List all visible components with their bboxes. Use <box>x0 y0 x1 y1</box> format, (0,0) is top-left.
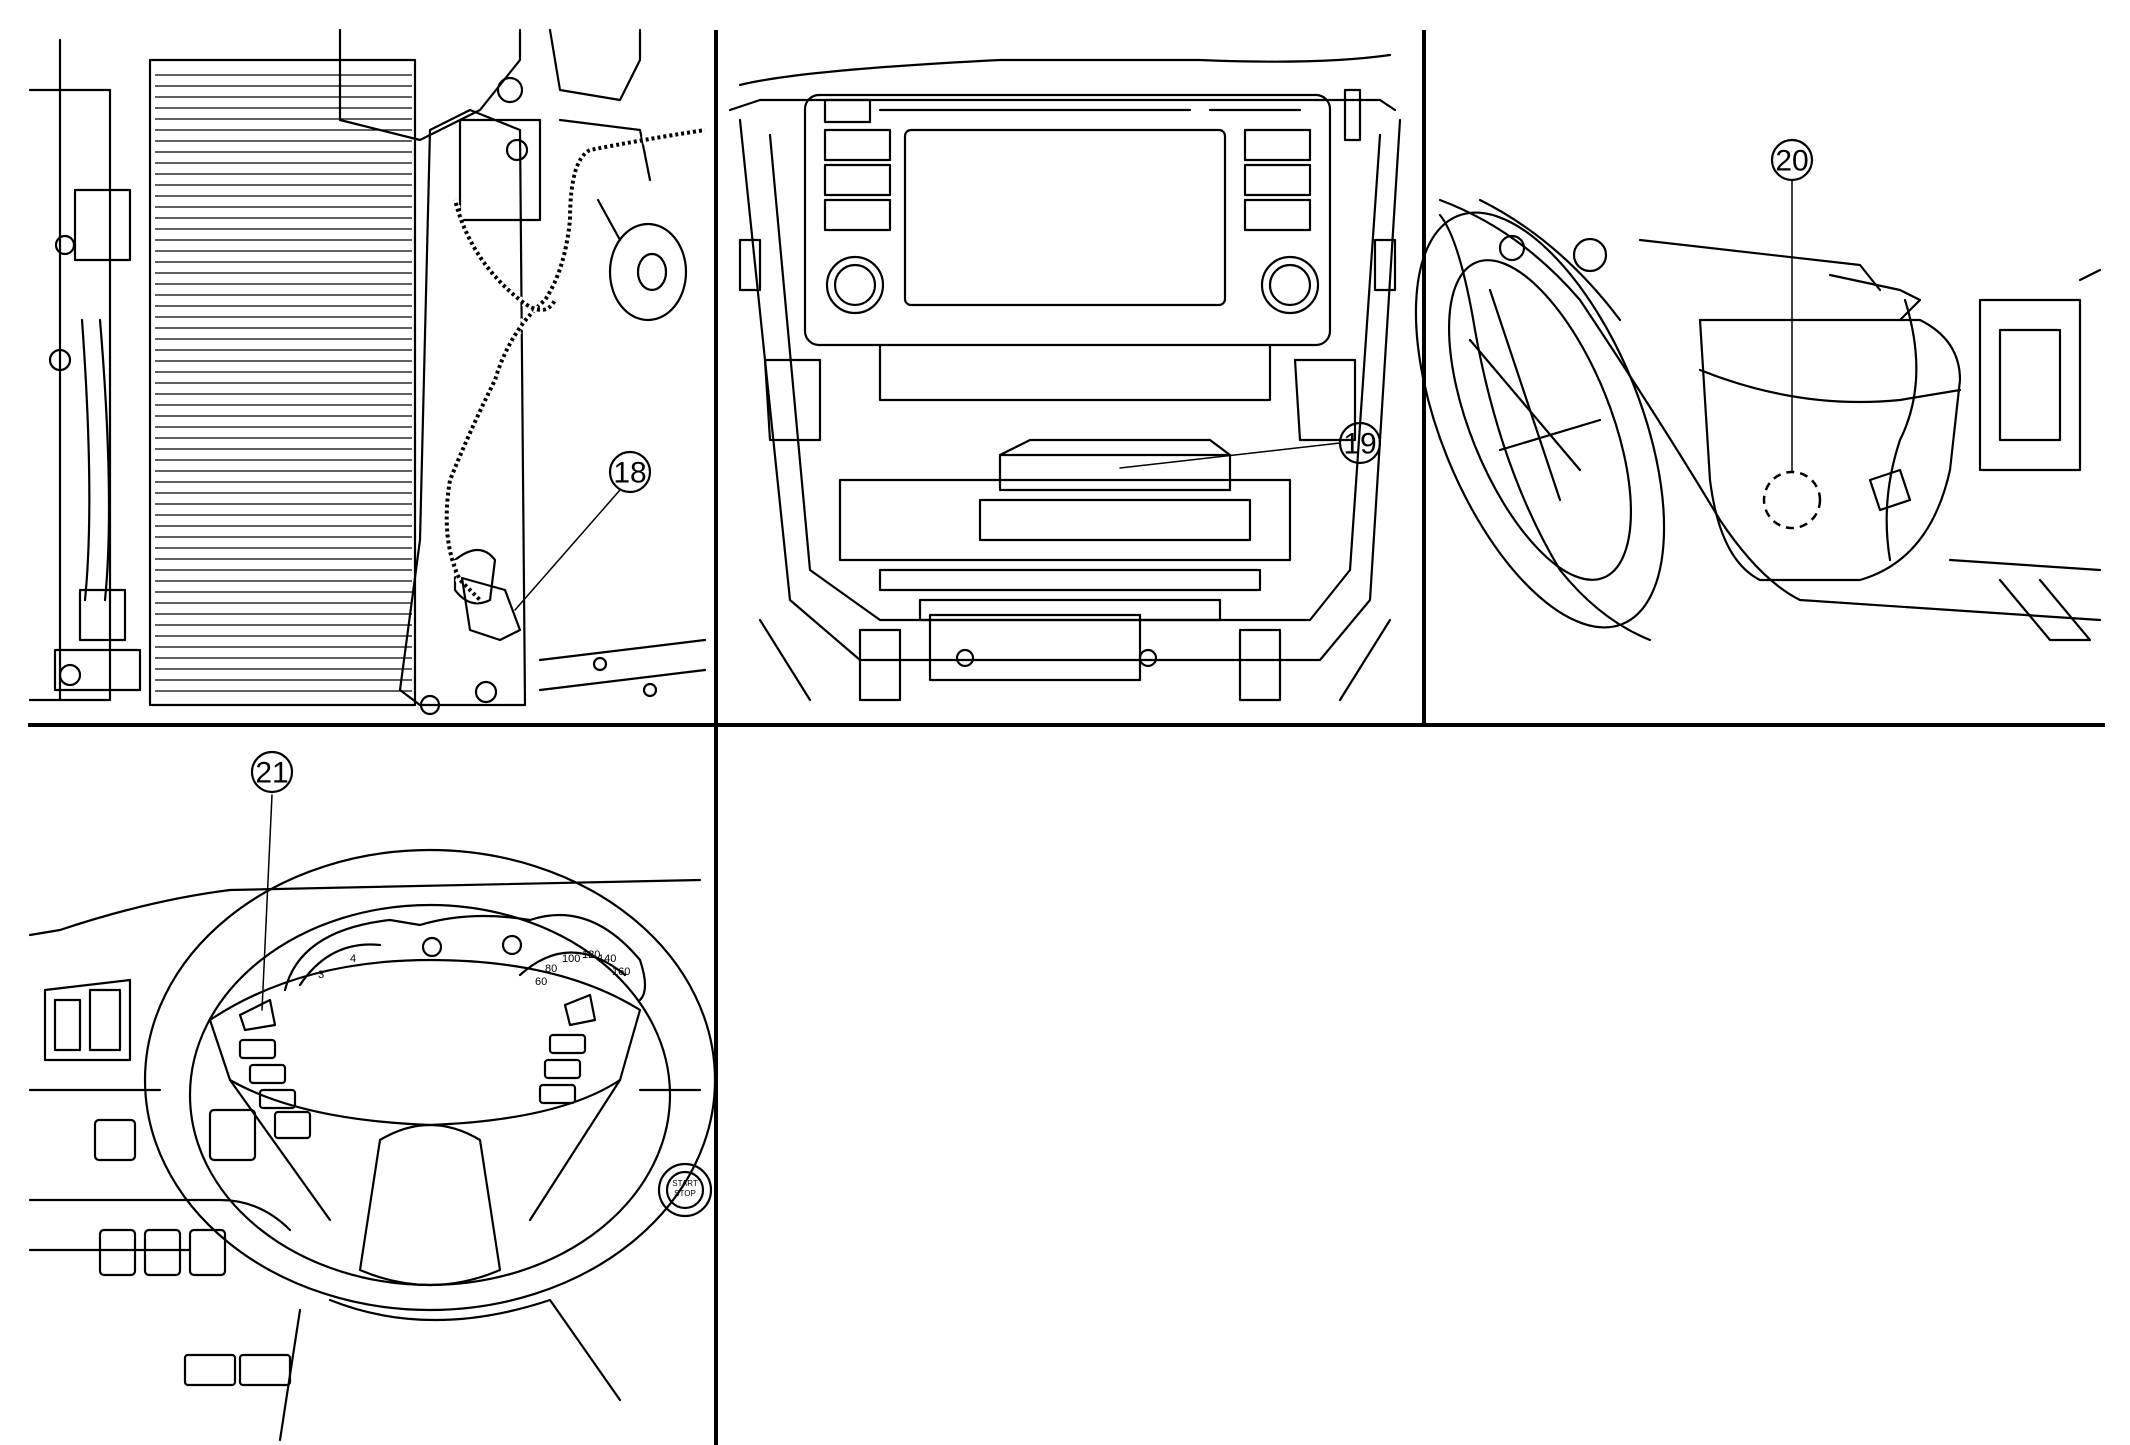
switch-21 <box>238 998 277 1032</box>
head-unit <box>803 93 1332 347</box>
panel-steering-wheel: START STOP 60 80 100 120 140 160 3 4 <box>28 750 717 1442</box>
panel-dividers <box>28 30 2105 1445</box>
panel-center-console: 19 <box>728 53 1402 702</box>
speed-tick-60: 60 <box>535 976 547 988</box>
panel-radiator-front: 18 <box>28 28 707 716</box>
panel-wheel-well: 20 <box>1414 138 2102 642</box>
callout-19: 19 <box>1338 421 1382 465</box>
tire <box>1414 211 1666 642</box>
speed-tick-140: 140 <box>598 953 616 965</box>
callout-20: 20 <box>1770 138 1814 182</box>
location-20-marker <box>1762 470 1822 530</box>
callout-19-label: 19 <box>1343 428 1376 461</box>
horn <box>596 198 688 322</box>
callout-20-label: 20 <box>1775 145 1808 178</box>
callout-21-label: 21 <box>255 757 288 790</box>
steering-wheel <box>143 848 717 1312</box>
connector-18 <box>460 576 522 642</box>
tach-tick-4: 4 <box>350 953 356 965</box>
stop-label: STOP <box>674 1189 696 1198</box>
callout-18: 18 <box>608 450 652 494</box>
speed-tick-100: 100 <box>562 953 580 965</box>
radiator-core <box>148 58 417 707</box>
tach-tick-3: 3 <box>318 969 324 981</box>
instrument-cluster: 60 80 100 120 140 160 3 4 <box>283 913 647 1002</box>
callout-18-label: 18 <box>613 457 646 490</box>
module-19 <box>998 438 1232 492</box>
reservoir <box>1498 234 1962 582</box>
callout-21: 21 <box>250 750 294 794</box>
speed-tick-160: 160 <box>612 966 630 978</box>
